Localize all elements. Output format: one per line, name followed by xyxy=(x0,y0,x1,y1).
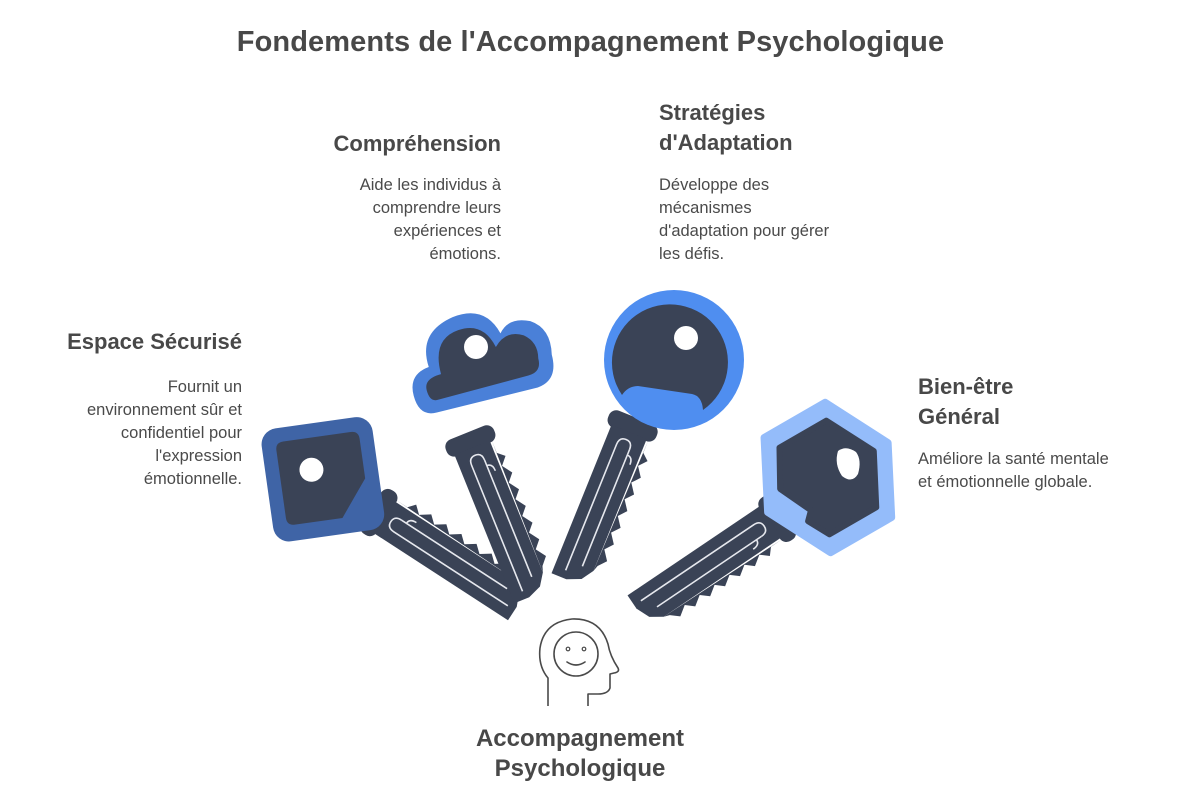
description-line: Améliore la santé mentale xyxy=(918,450,1109,468)
description-comprehension: Aide les individus à comprendre leurs ex… xyxy=(280,174,501,266)
description-espace-securise: Fournit un environnement sûr et confiden… xyxy=(20,376,242,491)
center-label-line: Psychologique xyxy=(494,755,666,782)
heading-line: Bien-être xyxy=(918,374,1014,399)
heading-line: Général xyxy=(918,404,1000,429)
heading-bien-etre-general: Bien-être Général xyxy=(918,372,1168,432)
description-line: Fournit un xyxy=(167,378,242,396)
heading-strategies-adaptation: Stratégies d'Adaptation xyxy=(659,98,899,158)
round-key-icon xyxy=(545,290,744,592)
heading-line: d'Adaptation xyxy=(659,130,793,155)
description-strategies-adaptation: Développe des mécanismes d'adaptation po… xyxy=(659,174,899,266)
description-line: expériences et xyxy=(393,222,501,240)
head-smile-icon xyxy=(538,618,620,706)
page-title: Fondements de l'Accompagnement Psycholog… xyxy=(236,26,945,58)
cloud-key-icon xyxy=(412,313,559,607)
description-line: émotions. xyxy=(429,245,501,263)
description-line: Aide les individus à xyxy=(359,176,501,194)
description-line: Développe des xyxy=(659,176,770,194)
description-line: l'expression xyxy=(155,447,242,465)
center-label-line: Accompagnement xyxy=(475,725,685,752)
heading-line: Espace Sécurisé xyxy=(67,329,242,354)
description-line: émotionnelle. xyxy=(143,470,242,488)
description-line: et émotionnelle globale. xyxy=(918,473,1093,491)
description-bien-etre-general: Améliore la santé mentale et émotionnell… xyxy=(918,448,1168,494)
description-line: confidentiel pour xyxy=(120,424,242,442)
description-line: environnement sûr et xyxy=(86,401,242,419)
heading-line: Compréhension xyxy=(333,131,501,156)
hexagon-key-icon xyxy=(623,398,896,636)
heading-line: Stratégies xyxy=(659,100,766,125)
heading-espace-securise: Espace Sécurisé xyxy=(20,327,242,357)
description-line: mécanismes xyxy=(659,199,752,217)
description-line: d'adaptation pour gérer xyxy=(659,222,830,240)
description-line: comprendre leurs xyxy=(372,199,501,217)
heading-comprehension: Compréhension xyxy=(280,129,501,159)
center-label: Accompagnement Psychologique xyxy=(430,724,730,784)
square-key-icon xyxy=(261,417,535,627)
description-line: les défis. xyxy=(659,245,725,263)
